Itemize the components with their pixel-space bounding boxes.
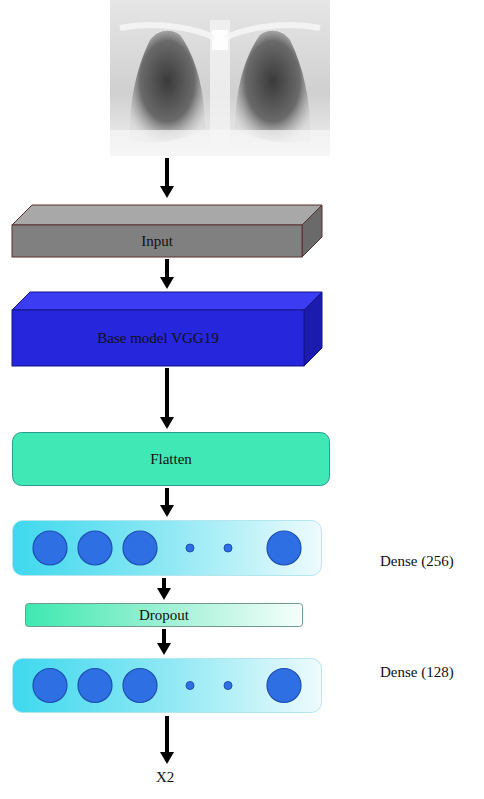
node-outline <box>12 205 322 257</box>
layer-label: Dense (256) <box>380 553 454 569</box>
flow-arrow <box>165 259 169 277</box>
layer-label-wrap: Dense (256) <box>380 552 454 570</box>
input-arrow <box>165 158 169 186</box>
dropout-bar: Dropout <box>25 603 303 627</box>
node-outline <box>12 658 322 713</box>
flow-arrow <box>165 368 169 417</box>
layer-label: Dropout <box>139 606 189 624</box>
node-outline <box>12 292 322 366</box>
flow-arrow <box>165 488 169 505</box>
output-label: X2 <box>156 769 174 785</box>
node-outline <box>12 520 322 576</box>
base-model-box: Base model VGG19 <box>12 292 322 366</box>
layer-label: Input <box>141 232 173 250</box>
output-arrow <box>165 716 169 752</box>
layer-label: Base model VGG19 <box>97 329 218 347</box>
layer-label: Flatten <box>150 450 192 468</box>
output-label-wrap: X2 <box>156 768 174 786</box>
layer-label-wrap: Dense (128) <box>380 663 454 681</box>
dense-layer: Dense (256) <box>12 520 322 576</box>
layer-label: Dense (128) <box>380 664 454 680</box>
xray-image <box>110 0 330 156</box>
flow-arrow <box>162 578 166 588</box>
dense-layer: Dense (128) <box>12 658 322 713</box>
flatten-box: Flatten <box>12 432 330 486</box>
flow-arrow <box>162 629 166 643</box>
input-layer-box: Input <box>12 205 322 257</box>
